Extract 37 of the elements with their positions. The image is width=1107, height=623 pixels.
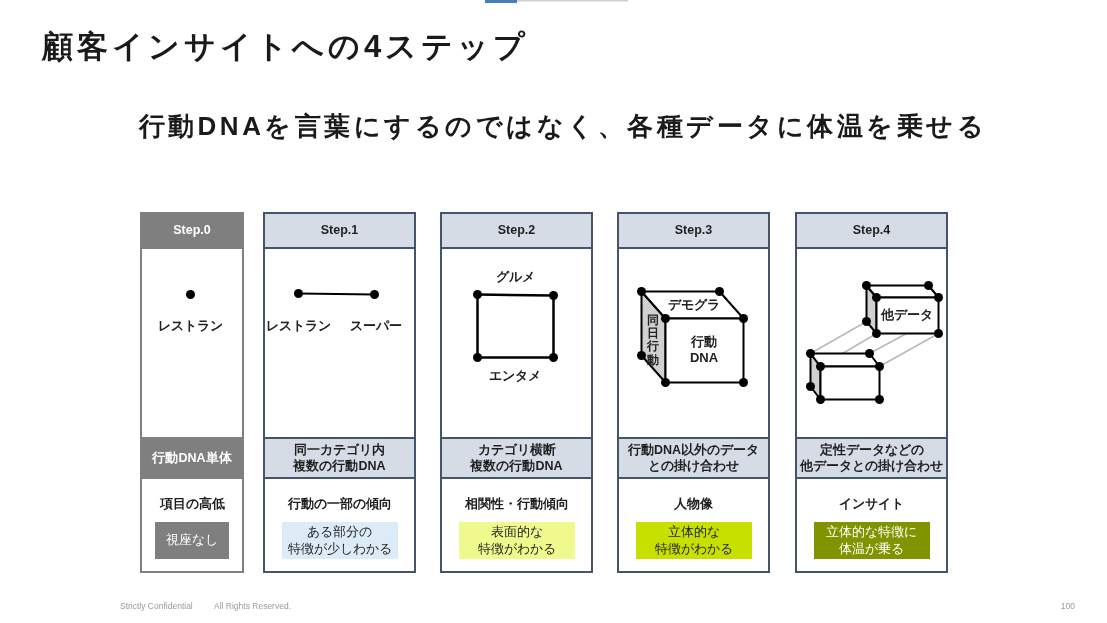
- description-band: 同一カテゴリ内複数の行動DNA: [265, 437, 414, 479]
- face-label: 他データ: [881, 307, 933, 323]
- description-band: カテゴリ横断複数の行動DNA: [442, 437, 591, 479]
- description-band: 定性データなどの他データとの掛け合わせ: [797, 437, 946, 479]
- summary-text: 項目の高低: [159, 496, 225, 512]
- result-panel: 立体的な特徴がわかる: [635, 522, 752, 559]
- face-label: 同日行動: [647, 313, 659, 367]
- step-header: Step.4: [797, 214, 946, 249]
- step-card: [440, 212, 593, 573]
- step-header: Step.1: [265, 214, 414, 249]
- result-panel: 表面的な特徴がわかる: [458, 522, 575, 559]
- step-card: [263, 212, 416, 573]
- point-label: スーパー: [350, 318, 402, 334]
- point-label: レストラン: [157, 318, 223, 334]
- description-band: 行動DNA単体: [142, 437, 242, 479]
- point-label: レストラン: [265, 318, 331, 334]
- footer-text: Strictly Confidential: [120, 600, 193, 612]
- step-card: [140, 212, 244, 573]
- summary-text: インサイト: [839, 496, 904, 512]
- summary-text: 相関性・行動傾向: [464, 496, 569, 512]
- summary-text: 人物像: [674, 496, 713, 512]
- step-header: Step.2: [442, 214, 591, 249]
- result-panel: ある部分の特徴が少しわかる: [281, 522, 398, 559]
- edge-caption: エンタメ: [489, 368, 541, 384]
- step-header: Step.3: [619, 214, 768, 249]
- edge-caption: グルメ: [495, 269, 535, 285]
- face-label: 行動DNA: [689, 334, 719, 366]
- slide-title: 顧客インサイトへの4ステップ: [42, 28, 530, 66]
- result-panel: 視座なし: [155, 522, 229, 559]
- description-band: 行動DNA以外のデータとの掛け合わせ: [619, 437, 768, 479]
- summary-text: 行動の一部の傾向: [287, 496, 392, 512]
- result-panel: 立体的な特徴に体温が乗る: [813, 522, 930, 559]
- step-header: Step.0: [142, 214, 242, 249]
- slide-subtitle: 行動DNAを言葉にするのではなく、各種データに体温を乗せる: [138, 111, 988, 143]
- footer-text: All Rights Reserved.: [214, 600, 291, 612]
- face-label: デモグラ: [668, 297, 720, 313]
- page-number: 100: [1060, 600, 1075, 612]
